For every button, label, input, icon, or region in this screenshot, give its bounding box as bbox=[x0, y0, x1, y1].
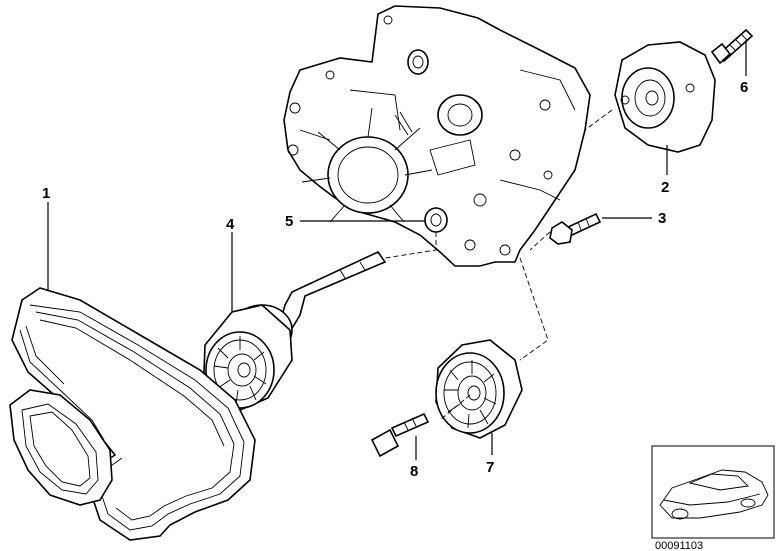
hex-bolt-icon bbox=[370, 412, 430, 458]
ribbed-belt-icon bbox=[9, 287, 256, 541]
callout-8: 8 bbox=[410, 463, 418, 480]
reference-number: 00091103 bbox=[655, 540, 703, 551]
callout-3: 3 bbox=[658, 210, 666, 227]
hex-bolt-icon bbox=[549, 212, 602, 245]
car-thumbnail bbox=[651, 445, 775, 539]
callout-5: 5 bbox=[285, 213, 293, 230]
car-silhouette-icon bbox=[659, 469, 769, 520]
engine-timing-cover-icon bbox=[283, 5, 591, 267]
leader-lines bbox=[47, 40, 747, 460]
callout-6: 6 bbox=[740, 79, 748, 96]
callout-labels: 1 2 3 4 5 6 7 8 bbox=[42, 79, 748, 480]
callout-4: 4 bbox=[226, 216, 235, 233]
idler-pulley-icon bbox=[435, 339, 523, 439]
belt-tensioner-icon bbox=[614, 41, 716, 153]
idler-pulley-icon bbox=[203, 250, 387, 411]
hex-bolt-icon bbox=[710, 28, 754, 65]
callout-7: 7 bbox=[486, 459, 494, 476]
seal-washer-icon bbox=[424, 207, 448, 233]
callout-2: 2 bbox=[661, 179, 669, 196]
callout-1: 1 bbox=[42, 185, 50, 202]
